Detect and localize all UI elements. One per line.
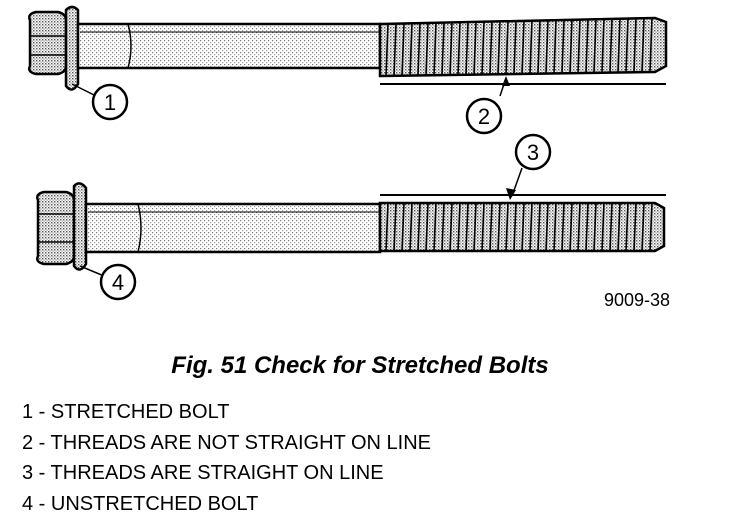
stretched-bolt-shank [78,24,380,68]
unstretched-bolt-flange [74,183,86,269]
legend-item-3: 3 - THREADS ARE STRAIGHT ON LINE [22,458,431,489]
callout-4: 4 [101,265,135,299]
svg-text:4: 4 [112,270,124,295]
callout-3: 3 [516,135,550,169]
unstretched-bolt-shank [86,204,380,252]
svg-text:2: 2 [478,104,490,129]
figure-code: 9009-38 [604,290,670,310]
legend-item-4: 4 - UNSTRETCHED BOLT [22,489,431,519]
unstretched-bolt: 3 4 [37,135,666,299]
bolt-stretch-diagram: 1 2 [0,0,736,340]
callout-1: 1 [93,85,127,119]
svg-text:3: 3 [527,140,539,165]
legend-item-1: 1 - STRETCHED BOLT [22,397,431,428]
legend-list: 1 - STRETCHED BOLT 2 - THREADS ARE NOT S… [22,397,431,519]
figure-caption: Fig. 51 Check for Stretched Bolts [0,352,720,380]
unstretched-bolt-head [37,192,74,264]
legend-item-2: 2 - THREADS ARE NOT STRAIGHT ON LINE [22,428,431,459]
stretched-bolt-flange [66,7,78,90]
svg-text:1: 1 [104,90,116,115]
stretched-bolt-head [29,12,66,74]
callout-2: 2 [467,99,501,133]
stretched-bolt: 1 2 [29,7,666,133]
